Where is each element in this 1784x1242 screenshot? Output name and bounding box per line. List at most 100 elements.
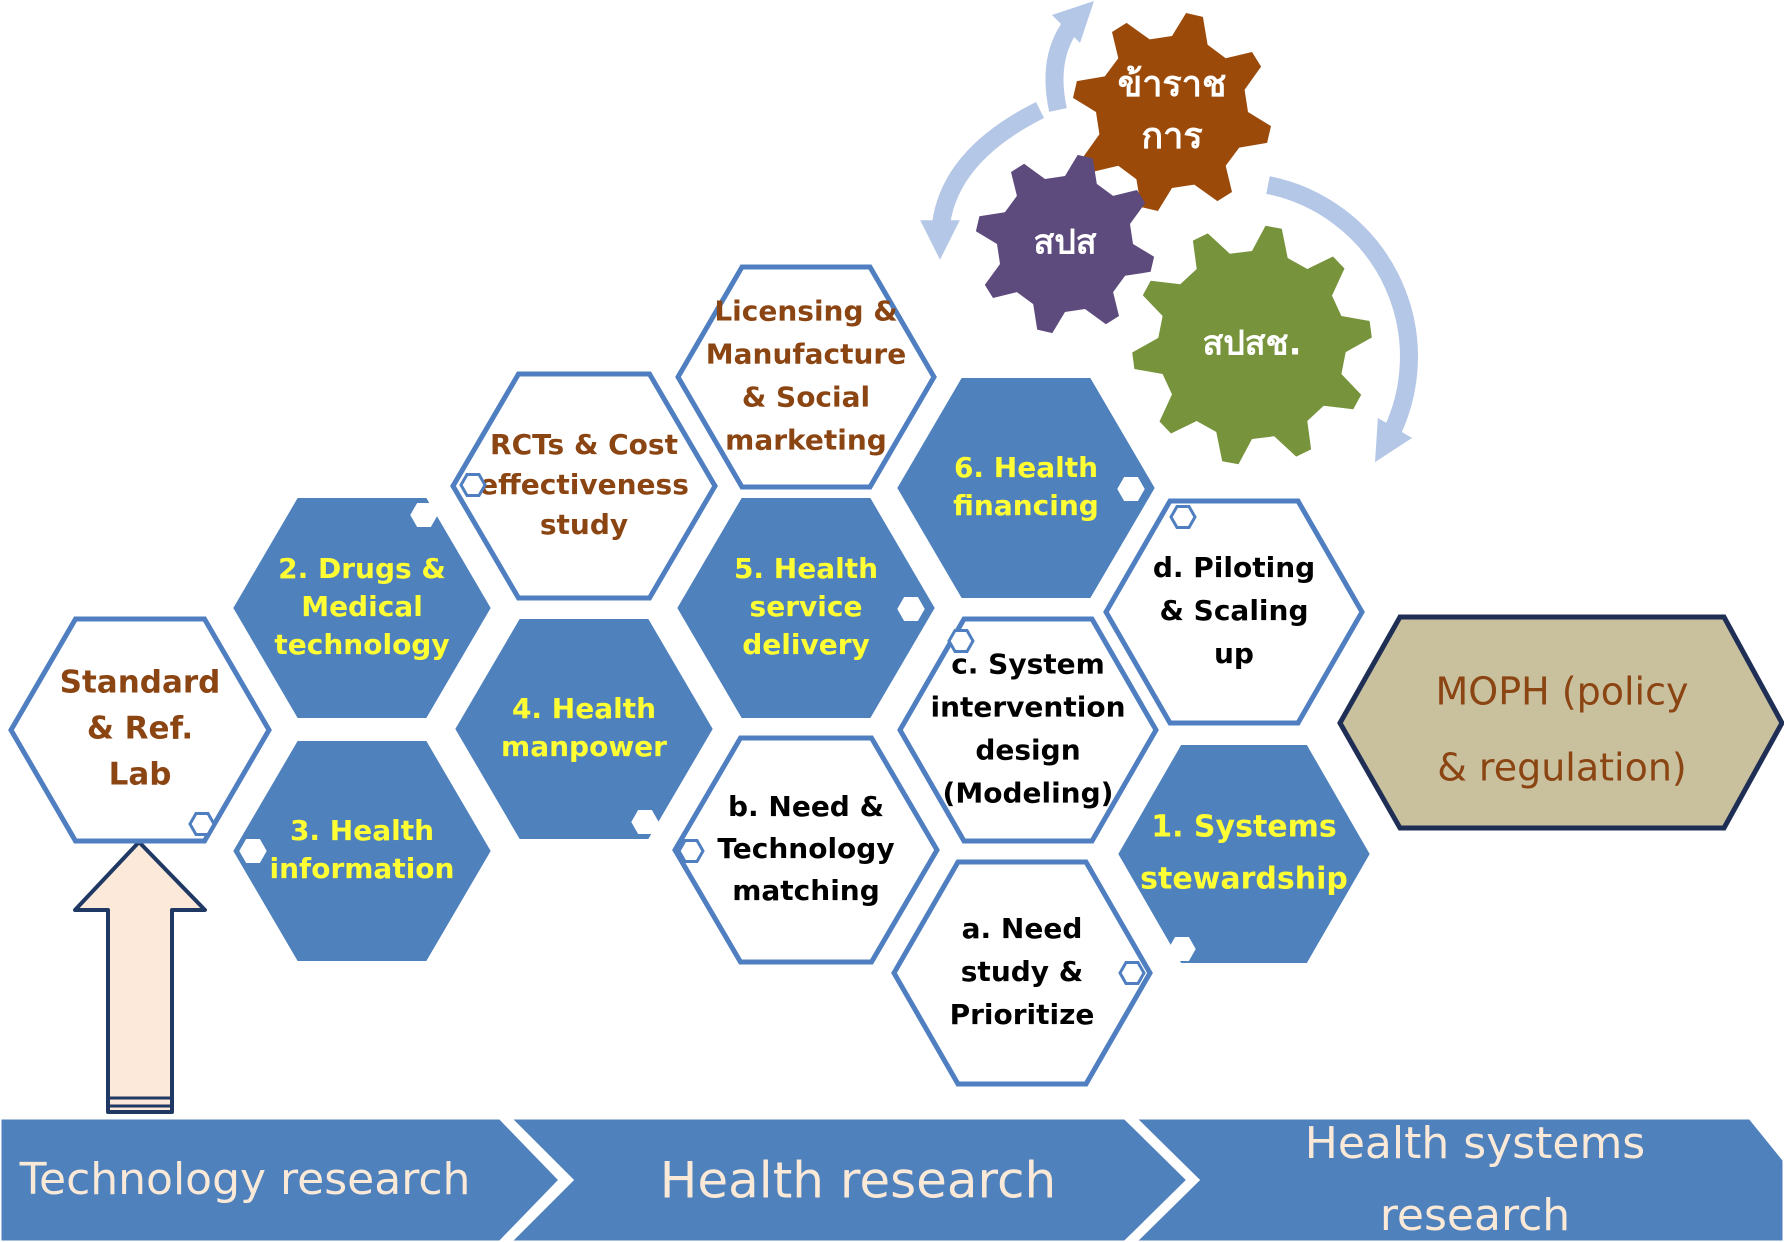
cycle-arrows xyxy=(920,0,1418,463)
cycle-arrow-right xyxy=(1266,176,1418,463)
hex-health-manpower-line-2: manpower xyxy=(501,730,667,763)
hex-need-technology-matching: b. Need & Technology matching xyxy=(672,735,940,965)
hex-health-financing-line-1: 6. Health xyxy=(954,451,1098,484)
hex-standard-ref-lab-connector-icon xyxy=(188,812,216,836)
hex-health-information-shape xyxy=(228,737,496,965)
hex-rcts-cost-effectiveness-line-3: study xyxy=(540,508,628,541)
hex-need-technology-matching-line-3: matching xyxy=(732,874,880,907)
hex-health-information: 3. Health information xyxy=(228,737,496,965)
gear-spsch-gear-icon xyxy=(1132,225,1372,465)
gear-spsa-gear-icon xyxy=(975,154,1155,334)
band-health-research-chevron xyxy=(506,1116,1191,1242)
gear-spsch-line-1: สปสช. xyxy=(1202,324,1301,364)
hex-need-technology-matching-connector-icon xyxy=(677,839,705,863)
hex-drugs-medical-technology: 2. Drugs & Medical technology xyxy=(228,494,496,722)
hex-systems-stewardship-line-1: 1. Systems xyxy=(1151,810,1337,845)
hex-need-study-prioritize-shape xyxy=(891,859,1153,1087)
hex-health-manpower: 4. Health manpower xyxy=(450,615,718,843)
hex-system-intervention-design-shape xyxy=(897,616,1159,844)
hex-need-study-prioritize-connector-icon xyxy=(1118,961,1146,985)
hex-health-service-delivery-line-1: 5. Health xyxy=(734,552,878,585)
hex-health-manpower-line-1: 4. Health xyxy=(512,692,656,725)
band-technology-research: Technology research xyxy=(0,1116,563,1242)
gear-civil-servant-gear-icon xyxy=(1073,13,1271,211)
hex-rcts-cost-effectiveness-line-2: effectiveness xyxy=(479,468,689,501)
hex-piloting-scaling-up-line-1: d. Piloting xyxy=(1153,551,1315,584)
cycle-arrow-top xyxy=(1045,0,1094,112)
hex-need-technology-matching-line-2: Technology xyxy=(717,832,894,865)
hex-health-manpower-connector-icon xyxy=(631,810,659,834)
hex-need-study-prioritize: a. Need study & Prioritize xyxy=(891,859,1153,1087)
gear-spsa: สปส xyxy=(975,154,1155,334)
hex-licensing-manufacture: Licensing & Manufacture & Social marketing xyxy=(675,264,937,490)
hex-need-study-prioritize-line-3: Prioritize xyxy=(950,998,1095,1031)
band-technology-research-chevron xyxy=(0,1116,563,1242)
hex-system-intervention-design-line-1: c. System xyxy=(951,648,1105,681)
hex-rcts-cost-effectiveness-connector-icon xyxy=(459,473,487,497)
hex-standard-ref-lab-shape xyxy=(8,616,272,844)
hex-health-service-delivery-shape xyxy=(672,494,940,722)
hex-need-technology-matching-line-1: b. Need & xyxy=(728,790,884,823)
hex-health-service-delivery: 5. Health service delivery xyxy=(672,494,940,722)
hex-standard-ref-lab: Standard & Ref. Lab xyxy=(8,616,272,844)
hex-health-service-delivery-line-2: service xyxy=(750,590,863,623)
hex-piloting-scaling-up-line-3: up xyxy=(1214,637,1254,670)
cycle-arrow-left xyxy=(920,101,1045,260)
hex-systems-stewardship-shape xyxy=(1113,741,1375,967)
hex-health-information-line-1: 3. Health xyxy=(290,814,434,847)
hex-system-intervention-design-line-4: (Modeling) xyxy=(943,777,1114,810)
hex-systems-stewardship-connector-icon xyxy=(1168,937,1196,961)
hex-piloting-scaling-up: d. Piloting & Scaling up xyxy=(1103,498,1365,726)
hex-licensing-manufacture-line-2: Manufacture xyxy=(706,338,906,371)
band-health-systems-research: Health systems research xyxy=(1131,1116,1784,1242)
hex-drugs-medical-technology-line-3: technology xyxy=(274,628,449,661)
moph-shape xyxy=(1337,614,1784,831)
hex-need-study-prioritize-line-2: study & xyxy=(961,955,1083,988)
hex-piloting-scaling-up-connector-icon xyxy=(1169,505,1197,529)
hex-drugs-medical-technology-line-1: 2. Drugs & xyxy=(278,552,446,585)
hex-licensing-manufacture-line-4: marketing xyxy=(725,424,887,457)
hex-piloting-scaling-up-shape xyxy=(1103,498,1365,726)
moph-line-2: & regulation) xyxy=(1437,746,1687,790)
hex-standard-ref-lab-line-1: Standard xyxy=(60,665,221,701)
hex-standard-ref-lab-line-2: & Ref. xyxy=(87,711,193,747)
band-technology-research-line-1: Technology research xyxy=(19,1154,471,1205)
hex-licensing-manufacture-shape xyxy=(675,264,937,490)
hex-health-financing-line-2: financing xyxy=(953,489,1099,522)
hex-need-study-prioritize-line-1: a. Need xyxy=(962,912,1083,945)
hex-systems-stewardship-line-2: stewardship xyxy=(1140,862,1348,897)
hex-system-intervention-design-line-2: intervention xyxy=(930,691,1125,724)
hex-licensing-manufacture-line-1: Licensing & xyxy=(714,295,897,328)
hex-system-intervention-design: c. System intervention design (Modeling) xyxy=(897,616,1159,844)
hex-health-financing-connector-icon xyxy=(1117,477,1145,501)
band-health-systems-research-line-1: Health systems xyxy=(1305,1118,1645,1169)
hex-system-intervention-design-line-3: design xyxy=(975,734,1080,767)
hex-drugs-medical-technology-connector-icon xyxy=(410,503,438,527)
hex-rcts-cost-effectiveness-shape xyxy=(450,371,718,601)
hex-rcts-cost-effectiveness-line-1: RCTs & Cost xyxy=(490,428,678,461)
hex-piloting-scaling-up-line-2: & Scaling xyxy=(1160,594,1309,627)
moph-policy-regulation: MOPH (policy & regulation) xyxy=(1337,614,1784,831)
hex-drugs-medical-technology-shape xyxy=(228,494,496,722)
band-health-research: Health research xyxy=(506,1116,1191,1242)
up-arrow-icon xyxy=(73,840,207,1114)
hex-systems-stewardship: 1. Systems stewardship xyxy=(1113,741,1375,967)
hex-rcts-cost-effectiveness: RCTs & Cost effectiveness study xyxy=(450,371,718,601)
hex-health-information-line-2: information xyxy=(270,852,455,885)
hex-health-service-delivery-connector-icon xyxy=(897,597,925,621)
hex-standard-ref-lab-line-3: Lab xyxy=(109,757,172,793)
gear-spsa-line-1: สปส xyxy=(1033,223,1096,263)
gear-civil-servant-line-2: การ xyxy=(1141,116,1203,157)
hex-health-service-delivery-line-3: delivery xyxy=(742,628,870,661)
moph-line-1: MOPH (policy xyxy=(1436,670,1689,714)
hex-drugs-medical-technology-line-2: Medical xyxy=(301,590,423,623)
hex-licensing-manufacture-line-3: & Social xyxy=(742,381,870,414)
hex-health-information-connector-icon xyxy=(239,839,267,863)
hex-need-technology-matching-shape xyxy=(672,735,940,965)
gear-spsch: สปสช. xyxy=(1132,225,1372,465)
band-health-research-line-1: Health research xyxy=(660,1152,1056,1210)
band-health-systems-research-line-2: research xyxy=(1380,1190,1570,1241)
hex-health-manpower-shape xyxy=(450,615,718,843)
